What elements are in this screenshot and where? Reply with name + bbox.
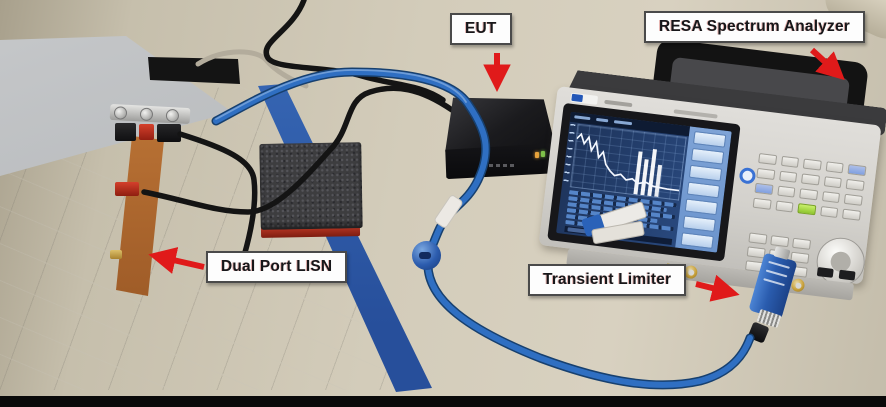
- ferrite-clamp: [412, 241, 441, 270]
- banana-jack-black: [115, 123, 136, 141]
- spectrum-graph: [569, 123, 687, 201]
- eut-logo: [489, 164, 515, 167]
- black-foam-pad: [259, 142, 363, 230]
- callout-eut: EUT: [450, 13, 512, 45]
- eut-device: [443, 96, 555, 180]
- analyzer-screen: [556, 111, 732, 253]
- brand-logo: [570, 92, 599, 105]
- brass-fitting: [110, 250, 122, 259]
- callout-spectrum-analyzer: RESA Spectrum Analyzer: [644, 11, 866, 43]
- banana-jack-red: [139, 124, 154, 140]
- screen-bezel: [547, 102, 741, 262]
- spectrum-analyzer: [536, 37, 882, 302]
- eut-led-amber: [535, 152, 539, 158]
- power-button: [738, 166, 757, 185]
- model-text: [604, 99, 633, 108]
- spectrum-trace: [576, 132, 680, 198]
- knob-button-right: [838, 269, 856, 281]
- knob-button-left: [816, 267, 834, 278]
- banana-jack-red-lower: [115, 182, 139, 196]
- callout-transient-limiter: Transient Limiter: [528, 264, 687, 296]
- analyzer-front-panel: [538, 86, 882, 301]
- banana-plug-black: [157, 124, 181, 142]
- rf-input-connector: [790, 277, 806, 293]
- image-bottom-border: [0, 396, 886, 407]
- eut-led-green: [541, 151, 545, 157]
- callout-lisn: Dual Port LISN: [206, 251, 348, 283]
- function-key-grid: [752, 153, 867, 221]
